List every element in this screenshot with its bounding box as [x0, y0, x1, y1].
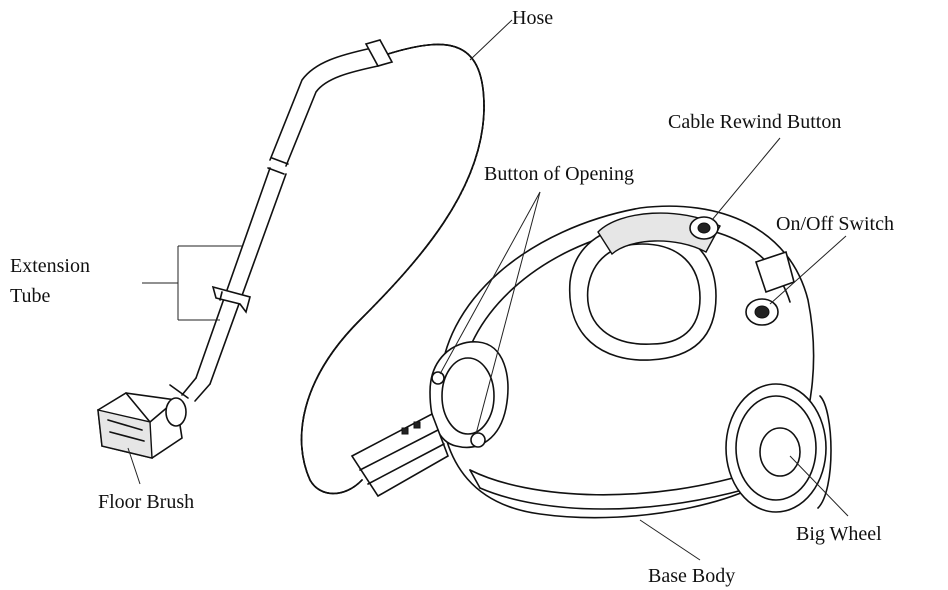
- label-floor-brush: Floor Brush: [98, 491, 194, 513]
- floor-brush: [97, 384, 189, 459]
- label-big-wheel: Big Wheel: [796, 523, 882, 545]
- leader-lines: [127, 19, 849, 561]
- label-hose: Hose: [512, 7, 553, 29]
- extension-tube: [181, 39, 394, 402]
- label-on-off-switch: On/Off Switch: [776, 213, 894, 235]
- label-extension-tube-line1: Extension: [10, 255, 90, 277]
- big-wheel: [725, 383, 832, 513]
- label-base-body: Base Body: [648, 565, 735, 587]
- base-body: [350, 205, 815, 519]
- label-cable-rewind-button: Cable Rewind Button: [668, 111, 841, 133]
- hose: [300, 43, 485, 495]
- labels: Hose Cable Rewind Button Button of Openi…: [10, 7, 894, 587]
- label-extension-tube-line2: Tube: [10, 285, 51, 307]
- label-button-of-opening: Button of Opening: [484, 163, 634, 185]
